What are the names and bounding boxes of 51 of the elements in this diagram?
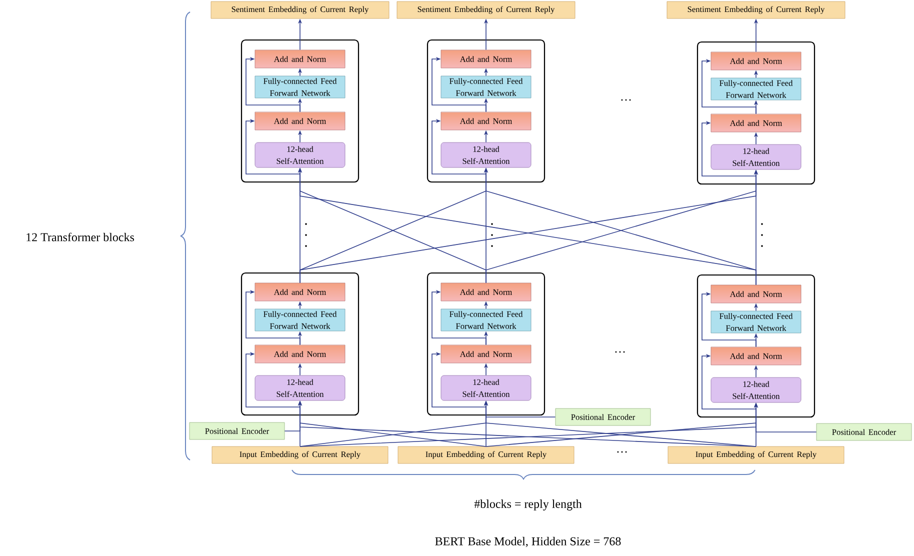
add-norm-box: Add and Norm [254,344,346,364]
add-norm-box: Add and Norm [710,52,802,70]
transformer-block [426,39,546,183]
brace-label: 12 Transformer blocks [26,232,134,242]
transformer-block [696,274,816,418]
input-output-box: Input Embedding of Current Reply [398,446,574,464]
input-output-box: Sentiment Embedding of Current Reply [396,1,576,19]
feed-forward-box: Fully-connected Feed Forward Network [710,78,802,100]
feed-forward-box: Fully-connected Feed Forward Network [440,76,532,98]
ellipsis: … [621,99,631,101]
self-attention-box: 12-head Self-Attention [440,142,532,168]
input-output-box: Sentiment Embedding of Current Reply [210,1,390,19]
ellipsis: … [617,451,627,453]
add-norm-box: Add and Norm [440,344,532,364]
caption: BERT Base Model, Hidden Size = 768 [435,536,621,548]
arrow [246,290,300,346]
feed-forward-box: Fully-connected Feed Forward Network [440,308,532,332]
input-output-box: Input Embedding of Current Reply [212,446,388,464]
arrow [702,58,756,114]
add-norm-box: Add and Norm [254,50,346,68]
add-norm-box: Add and Norm [710,284,802,304]
transformer-block [696,41,816,185]
add-norm-box: Add and Norm [254,282,346,302]
transformer-block [426,272,546,416]
add-norm-box: Add and Norm [440,282,532,302]
feed-forward-box: Fully-connected Feed Forward Network [254,308,346,332]
brace-label: #blocks = reply length [474,500,582,510]
input-output-box: Input Embedding of Current Reply [668,446,844,464]
encoder-box: Positional Encoder [816,423,912,441]
input-output-box: Sentiment Embedding of Current Reply [666,1,846,19]
encoder-box: Positional Encoder [555,408,651,426]
self-attention-box: 12-head Self-Attention [710,377,802,403]
arrow [246,56,300,112]
self-attention-box: 12-head Self-Attention [710,144,802,170]
add-norm-box: Add and Norm [710,114,802,132]
arrow [432,56,486,112]
add-norm-box: Add and Norm [254,112,346,130]
transformer-block [240,272,360,416]
self-attention-box: 12-head Self-Attention [254,375,346,401]
ellipsis: … [615,351,625,353]
add-norm-box: Add and Norm [440,50,532,68]
arrow [432,290,486,346]
add-norm-box: Add and Norm [440,112,532,130]
feed-forward-box: Fully-connected Feed Forward Network [254,76,346,98]
transformer-block [240,39,360,183]
feed-forward-box: Fully-connected Feed Forward Network [710,310,802,334]
encoder-box: Positional Encoder [189,422,285,440]
arrow [702,292,756,348]
self-attention-box: 12-head Self-Attention [440,375,532,401]
self-attention-box: 12-head Self-Attention [254,142,346,168]
add-norm-box: Add and Norm [710,346,802,366]
